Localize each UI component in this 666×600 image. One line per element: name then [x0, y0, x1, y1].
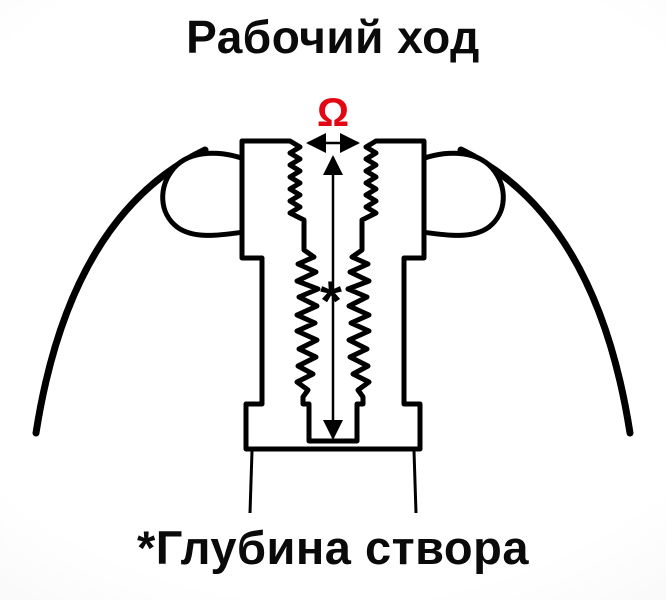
central-mechanism-body: [239, 138, 427, 452]
asterisk-label: *: [320, 269, 342, 332]
page-title: Рабочий ход: [186, 11, 480, 63]
left-lower-rod: [248, 450, 254, 514]
left-pivot-lobe: [160, 150, 255, 238]
omega-label: Ω: [317, 91, 349, 135]
depth-caption: *Глубина створа: [137, 521, 529, 574]
right-pivot-lobe: [411, 150, 506, 238]
right-lower-rod: [412, 450, 418, 514]
